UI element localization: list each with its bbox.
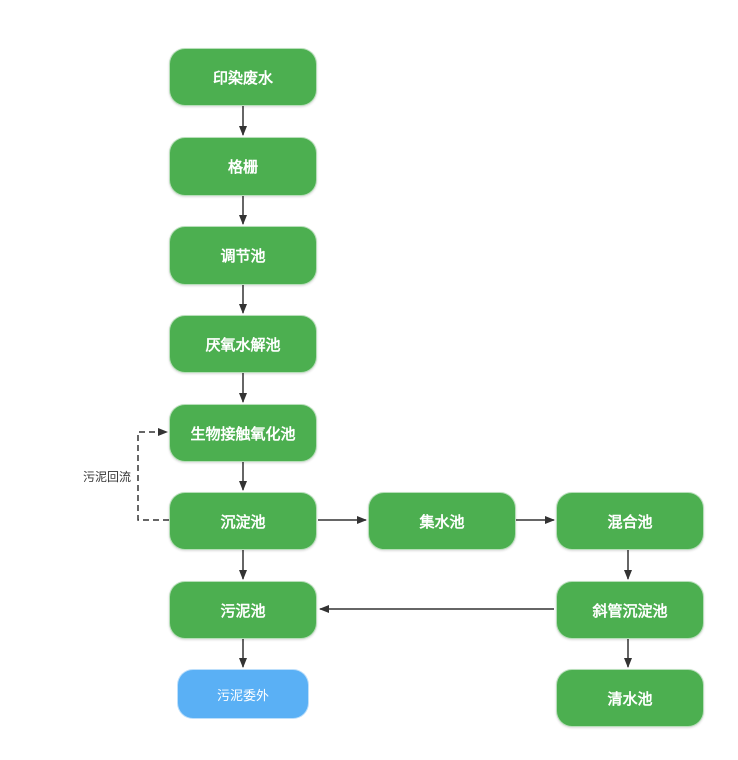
node-wastewater[interactable]: 印染废水 [169,48,317,106]
node-regulating-tank[interactable]: 调节池 [169,226,317,285]
node-bio-contact-oxidation-tank[interactable]: 生物接触氧化池 [169,404,317,462]
node-sludge-outsourcing[interactable]: 污泥委外 [177,669,309,719]
node-grating[interactable]: 格栅 [169,137,317,196]
node-sedimentation-tank[interactable]: 沉淀池 [169,492,317,550]
node-clear-water-tank[interactable]: 清水池 [556,669,704,727]
label-sludge-return: 污泥回流 [83,470,132,484]
node-mixing-tank[interactable]: 混合池 [556,492,704,550]
node-anaerobic-hydrolysis-tank[interactable]: 厌氧水解池 [169,315,317,373]
node-inclined-tube-sedimentation-tank[interactable]: 斜管沉淀池 [556,581,704,639]
arrow-sludge-return [137,428,169,521]
node-collection-tank[interactable]: 集水池 [368,492,516,550]
node-sludge-tank[interactable]: 污泥池 [169,581,317,639]
